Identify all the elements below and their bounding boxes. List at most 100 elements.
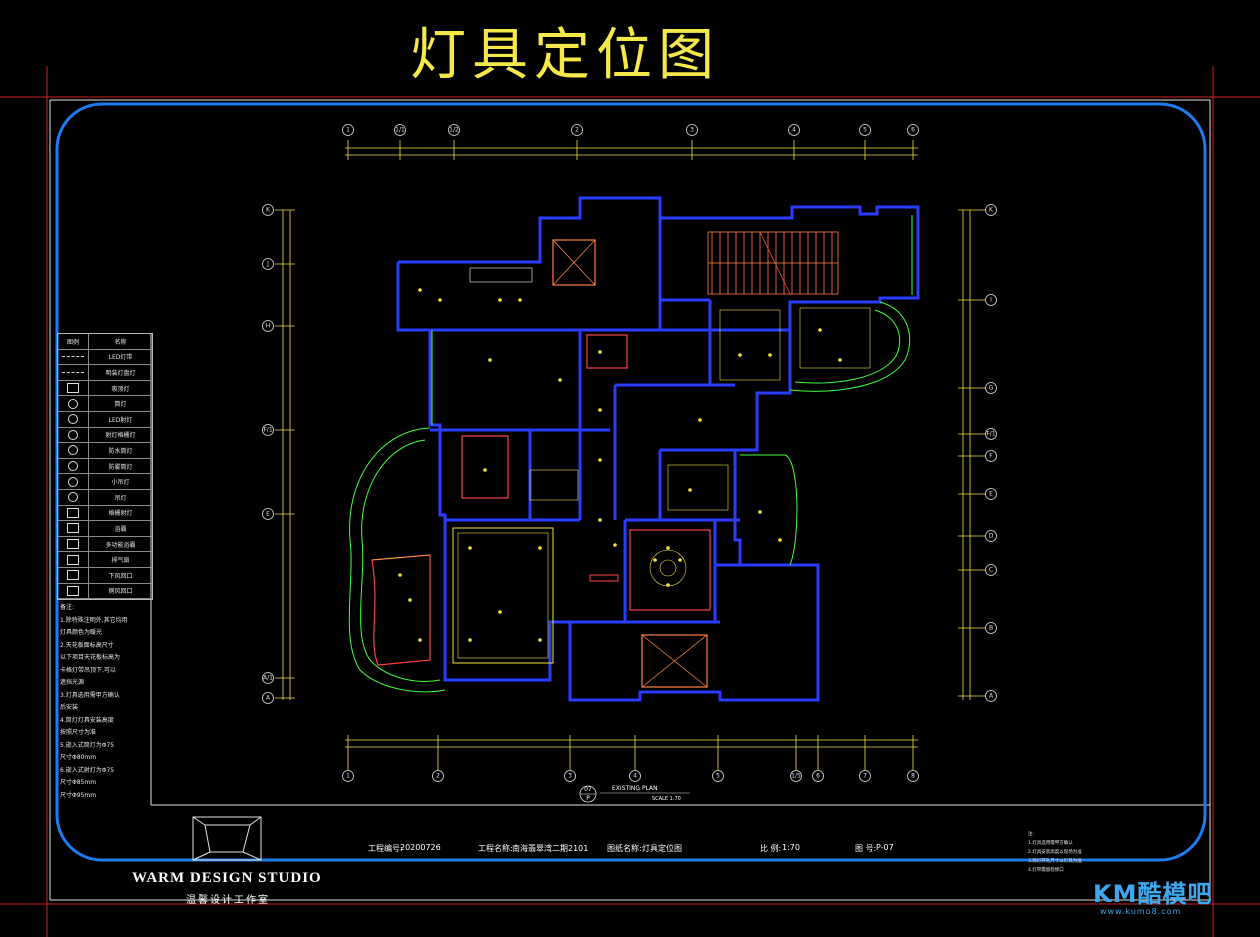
legend-label: 排气扇: [111, 557, 130, 565]
grid-left-label: A/1: [263, 675, 273, 682]
grid-bottom-label: 2: [436, 773, 440, 780]
project-number: 20200726: [400, 843, 441, 852]
fixture-dot: [678, 558, 682, 562]
fixture-dot: [778, 538, 782, 542]
grid-right-label: I: [990, 297, 992, 304]
grid-bottom-label: 1: [346, 773, 350, 780]
fixture-dot: [498, 610, 502, 614]
watermark-logo: KM酷模吧: [1093, 880, 1213, 908]
legend-label: 多功能浴霸: [105, 541, 136, 549]
legend-header-symbol: 图例: [58, 334, 89, 349]
studio-name: WARM DESIGN STUDIO: [132, 870, 322, 886]
legend-header-label: 名称: [114, 338, 127, 346]
studio-logo: [192, 816, 262, 861]
scale-value: 1:70: [782, 843, 800, 852]
note-line: 4.筒灯灯具安装高度: [60, 716, 114, 724]
note-line: 后安装: [60, 704, 79, 711]
grid-left-label: J: [266, 261, 269, 268]
legend-row: 吊灯: [58, 489, 152, 506]
grid-right-bubble: [985, 530, 997, 542]
right-note-line: 注:: [1028, 832, 1035, 837]
grid-right-label: G: [989, 385, 994, 392]
legend-label: 吊灯: [114, 494, 127, 502]
legend-symbol-icon: [67, 585, 79, 596]
grid-left-bubble: [262, 424, 274, 436]
legend-header: 图例 名称: [58, 334, 152, 350]
project-name-label: 工程名称:: [478, 844, 513, 853]
project-name: 南海翡翠湾二期2101: [512, 844, 589, 853]
grid-bottom-bubble: [812, 770, 824, 782]
fixture-dot: [598, 408, 602, 412]
grid-bottom-label: 1/5: [791, 773, 801, 780]
grid-top-bubble: [394, 124, 406, 136]
legend-symbol-icon: [68, 461, 78, 472]
legend-row: 侧风回口: [58, 583, 152, 600]
fixture-dot: [498, 298, 502, 302]
grid-bottom-label: 6: [816, 773, 820, 780]
grid-right-bubble: [985, 428, 997, 440]
legend-symbol-icon: [68, 414, 78, 425]
drawing-name-label: 图纸名称:: [607, 844, 642, 853]
legend-label: 小吊灯: [111, 479, 130, 487]
grid-right-bubble: [985, 690, 997, 702]
fixture-dot: [758, 510, 762, 514]
fixture-dot: [538, 546, 542, 550]
legend-symbol: [58, 396, 89, 411]
legend-row: 排气扇: [58, 552, 152, 568]
legend-label: 侧风回口: [108, 588, 133, 596]
grid-bottom-label: 4: [633, 773, 637, 780]
plan-number: 07: [584, 786, 592, 793]
fixture-dot: [666, 546, 670, 550]
grid-right-bubble: [985, 294, 997, 306]
legend-label: 明装灯盘灯: [105, 369, 136, 377]
fixture-dot: [418, 288, 422, 292]
light-fixtures: [398, 288, 842, 642]
fixture-dot: [488, 358, 492, 362]
legend-label: 筒灯: [114, 401, 127, 409]
fixture-dot: [558, 378, 562, 382]
grid-top-label: 2: [575, 127, 579, 134]
legend-symbol-icon: [68, 445, 78, 456]
grid-bottom-bubble: [712, 770, 724, 782]
grid-right-label: B: [989, 625, 993, 632]
grid-right-label: A: [989, 693, 994, 700]
plan-letter: P: [586, 795, 590, 802]
grid-bottom-bubble: [629, 770, 641, 782]
note-line: 2.天花板面标高尺寸: [60, 641, 114, 649]
grid-bottom-bubble: [432, 770, 444, 782]
grid-top-bubble: [342, 124, 354, 136]
fixture-dot: [538, 638, 542, 642]
fixture-dot: [483, 468, 487, 472]
fixture-dot: [738, 353, 742, 357]
grid-top-bubble: [686, 124, 698, 136]
legend-row: 小吊灯: [58, 474, 152, 490]
grid-left-bubble: [262, 672, 274, 684]
grid-left-label: F/1: [263, 427, 272, 434]
grid-bottom-bubble: [342, 770, 354, 782]
grid-right-bubble: [985, 564, 997, 576]
grid-right-bubble: [985, 622, 997, 634]
legend-symbol-icon: [68, 429, 78, 440]
legend-row: 明装灯盘灯: [58, 365, 152, 381]
grid-top-label: 1/2: [449, 127, 459, 134]
fixture-dot: [468, 638, 472, 642]
fixture-dot: [398, 573, 402, 577]
note-line: 1.除特殊注明外,其它均用: [60, 616, 128, 624]
legend-row: 筒灯: [58, 396, 152, 412]
grid-right-label: F: [989, 453, 993, 460]
grid-top-label: 1: [346, 127, 350, 134]
grid-top-bubble: [448, 124, 460, 136]
fixture-dot: [408, 598, 412, 602]
legend-row: 防水筒灯: [58, 443, 152, 459]
page-title: 灯具定位图: [410, 23, 720, 88]
sheet-border: [0, 66, 1260, 937]
legend-row: LED灯带: [58, 349, 152, 366]
fixture-dot: [768, 353, 772, 357]
legend-label: 吸顶灯: [111, 385, 130, 393]
fixture-dot: [818, 328, 822, 332]
grid-left-label: H: [266, 323, 271, 330]
